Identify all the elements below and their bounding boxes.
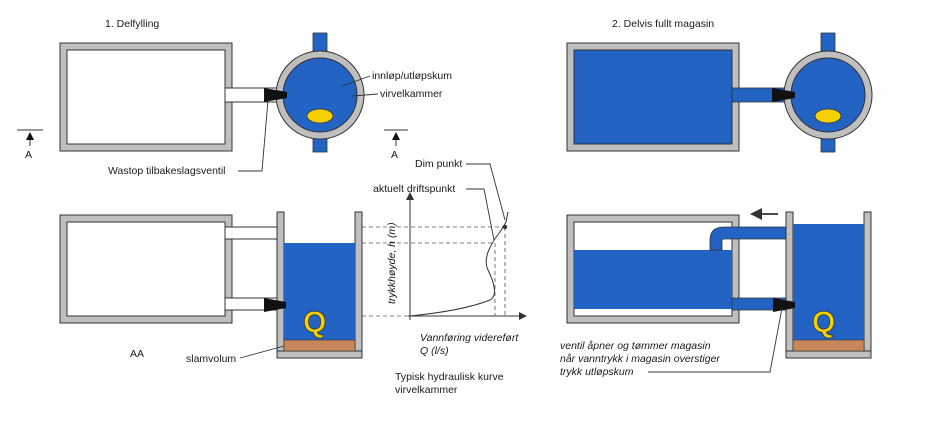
leader-valve-note [648,307,783,373]
vortex-q-symbol-2: Q [812,306,835,339]
label-vortex-chamber: virvelkammer [380,88,443,100]
hydraulic-curve-chart: trykkhøyde, h (m) Vannføring videreført … [386,192,527,357]
valve-note-3: trykk utløpskum [560,366,634,378]
wastop-valve-1-section [264,298,286,312]
chamber-section-2-left-wall [785,211,794,359]
leader-inlet [341,75,371,87]
label-operating-point: aktuelt driftspunkt [373,183,455,195]
sludge-1 [283,339,356,352]
chamber-section-1-water [284,243,355,340]
section-marker-a2: A [384,129,408,161]
curve-y-label: trykkhøyde, h (m) [386,222,398,304]
dim-point-marker [502,224,508,230]
valve-note-2: når vanntrykk i magasin overstiger [560,353,720,365]
sludge-2 [792,339,865,352]
section-view-2: Q [566,208,872,359]
hydraulic-curve [409,211,509,317]
label-sludge: slamvolum [186,353,236,365]
basin-plan-1-interior [66,49,226,145]
title-right: 2. Delvis fullt magasin [612,18,714,30]
chamber-section-2-water [793,224,864,340]
label-dim-point: Dim punkt [415,158,462,170]
chamber-section-2-right-wall [863,211,872,359]
section-marker-a1: A [17,129,43,161]
wastop-valve-2 [772,88,795,102]
valve-note-1: ventil åpner og tømmer magasin [560,340,711,352]
label-inlet: innløp/utløpskum [372,70,452,82]
curve-caption-1: Typisk hydraulisk kurve [395,371,504,383]
leader-sludge [239,345,285,359]
leader-operating-point [466,188,495,241]
plan-view-2 [566,32,873,153]
leader-dim-point [466,163,506,221]
vortex-outlet-1 [306,108,334,124]
leader-wastop [238,99,269,172]
leader-vortex-chamber [351,93,379,97]
title-left: 1. Delfylling [105,18,159,30]
basin-plan-2-water [573,49,733,145]
chamber-section-1-left-wall [276,211,285,359]
basin-section-1-interior [66,221,226,317]
plan-view-1 [59,32,365,153]
wastop-valve-2-section [773,298,795,312]
chamber-section-1-floor [276,350,363,359]
vortex-q-symbol-1: Q [303,306,326,339]
wastop-valve-1 [264,88,287,102]
curve-caption-2: virvelkammer [395,384,458,396]
curve-x-label-2: Q (l/s) [420,345,449,357]
section-view-1: Q [59,211,363,359]
section-a2-label: A [391,149,398,161]
basin-section-2-water [574,250,732,309]
label-wastop: Wastop tilbakeslagsventil [108,165,226,177]
chamber-section-2-floor [785,350,872,359]
overflow-pipe-1 [224,226,281,240]
vortex-outlet-2 [814,108,842,124]
section-a1-label: A [25,149,32,161]
chamber-section-1-right-wall [354,211,363,359]
curve-x-label-1: Vannføring videreført [420,332,519,344]
label-aa: AA [130,348,144,360]
